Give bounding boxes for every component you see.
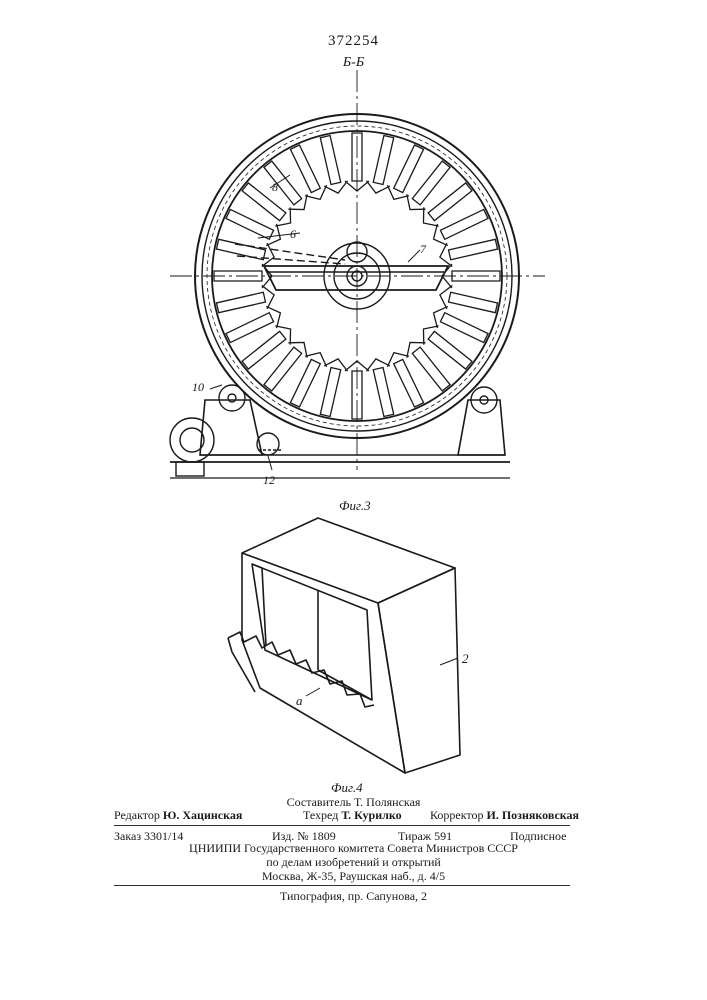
divider [114,825,570,826]
blade-fork [440,285,452,308]
blade [373,368,393,417]
label-6: 6 [290,227,296,241]
corrector-name: И. Позняковская [487,808,580,822]
blade [320,135,340,184]
blade-fork [262,285,274,308]
label-7: 7 [420,242,427,256]
blade [320,368,340,417]
org-line-3: Москва, Ж-35, Раушская наб., д. 4/5 [0,869,707,884]
blade [428,183,472,221]
blade [394,359,424,407]
label-10: 10 [192,380,204,394]
editor-label: Редактор [114,808,160,822]
corrector: Корректор И. Позняковская [430,808,579,823]
corrector-label: Корректор [430,808,484,822]
blade [242,183,286,221]
label-12: 12 [263,473,275,487]
techred-label: Техред [303,808,338,822]
blade [226,313,274,343]
blade [412,347,450,391]
blade [440,209,488,239]
label-a: а [296,693,303,708]
blade [290,359,320,407]
blade [373,135,393,184]
org-line-2: по делам изобретений и открытий [0,855,707,870]
figure-4-drawing: 2 а [0,510,707,790]
blade [449,292,498,312]
blade-fork [324,359,347,371]
blade-fork [366,181,389,193]
blade [216,292,265,312]
techred: Техред Т. Курилко [303,808,402,823]
blade [264,347,302,391]
figure-3-drawing: 8 6 7 10 12 [0,0,707,520]
editor-name: Ю. Хацинская [163,808,242,822]
figure-4-caption: Фиг.4 [331,780,363,796]
label-8: 8 [272,180,278,194]
blade [428,331,472,369]
editor: Редактор Ю. Хацинская [114,808,242,823]
blade [290,145,320,193]
blade-fork [440,243,452,266]
blade [226,209,274,239]
printing-house: Типография, пр. Сапунова, 2 [0,889,707,904]
blade [242,331,286,369]
blade-fork [324,181,347,193]
blade [440,313,488,343]
blade [449,239,498,259]
blade-fork [366,359,389,371]
blade [394,145,424,193]
blade [264,161,302,205]
divider [114,885,570,886]
label-2: 2 [462,651,469,666]
org-line-1: ЦНИИПИ Государственного комитета Совета … [0,841,707,856]
techred-name: Т. Курилко [341,808,401,822]
blade [412,161,450,205]
blade-fork [262,243,274,266]
